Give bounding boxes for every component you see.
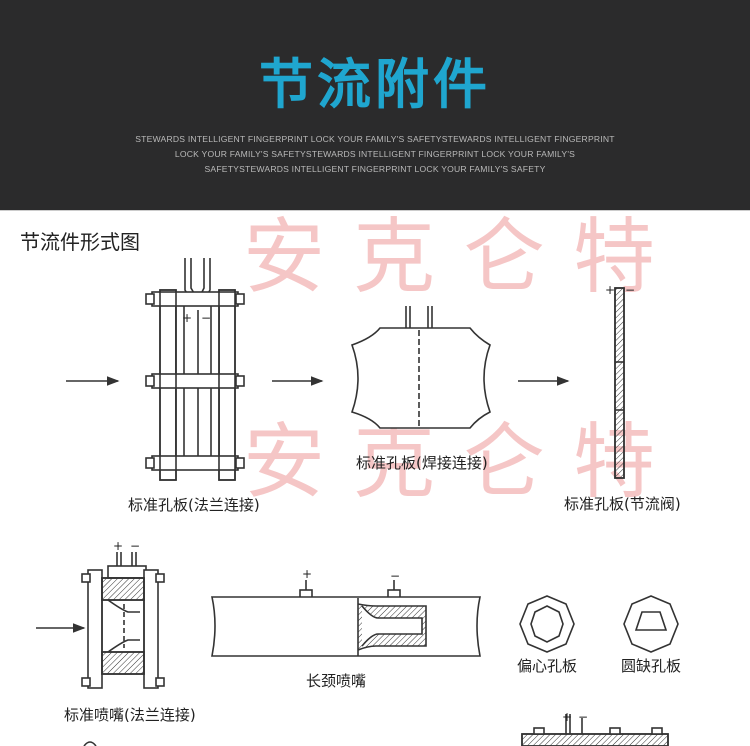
watermark: 安克仑特 — [243, 415, 684, 510]
divider — [0, 210, 750, 211]
eccentric-orifice-figure — [519, 595, 575, 653]
segmental-orifice-figure — [623, 595, 679, 653]
caption-nozzle-flange: 标准喷嘴(法兰连接) — [64, 706, 196, 724]
caption-eccentric-orifice: 偏心孔板 — [517, 657, 578, 675]
minus-label: − — [390, 569, 400, 583]
plus-label: + — [113, 539, 123, 553]
plus-label: + — [605, 283, 615, 297]
caption-segmental-orifice: 圆缺孔板 — [621, 657, 682, 675]
nozzle-flange-figure — [36, 552, 165, 689]
banner-subtitle-line: SAFETYSTEWARDS INTELLIGENT FINGERPRINT L… — [204, 164, 546, 174]
orifice-welded-figure — [272, 306, 491, 429]
caption-orifice-valve: 标准孔板(节流阀) — [564, 495, 681, 513]
plus-label: + — [302, 567, 312, 581]
minus-label: − — [625, 283, 635, 297]
minus-label: − — [578, 710, 588, 724]
orifice-valve-figure — [518, 287, 625, 479]
banner-subtitle-line: LOCK YOUR FAMILY'S SAFETYSTEWARDS INTELL… — [174, 149, 576, 159]
caption-long-neck-nozzle: 长颈喷嘴 — [306, 672, 367, 690]
caption-orifice-flange: 标准孔板(法兰连接) — [128, 496, 260, 514]
banner-subtitle: STEWARDS INTELLIGENT FINGERPRINT LOCK YO… — [0, 132, 750, 177]
plus-label: + — [562, 710, 572, 724]
section-title: 节流件形式图 — [20, 230, 140, 254]
plus-label: + — [182, 311, 192, 325]
watermark: 安克仑特 — [243, 210, 684, 305]
caption-orifice-welded: 标准孔板(焊接连接) — [356, 454, 488, 472]
banner-subtitle-line: STEWARDS INTELLIGENT FINGERPRINT LOCK YO… — [135, 134, 615, 144]
minus-label: − — [201, 311, 211, 325]
banner-title: 节流附件 — [259, 53, 491, 116]
long-neck-nozzle-figure — [211, 580, 481, 657]
orifice-flange-figure — [66, 258, 245, 481]
partial-figure-bottom — [83, 714, 669, 746]
header-banner: 节流附件 STEWARDS INTELLIGENT FINGERPRINT LO… — [0, 0, 750, 210]
minus-label: − — [130, 539, 140, 553]
